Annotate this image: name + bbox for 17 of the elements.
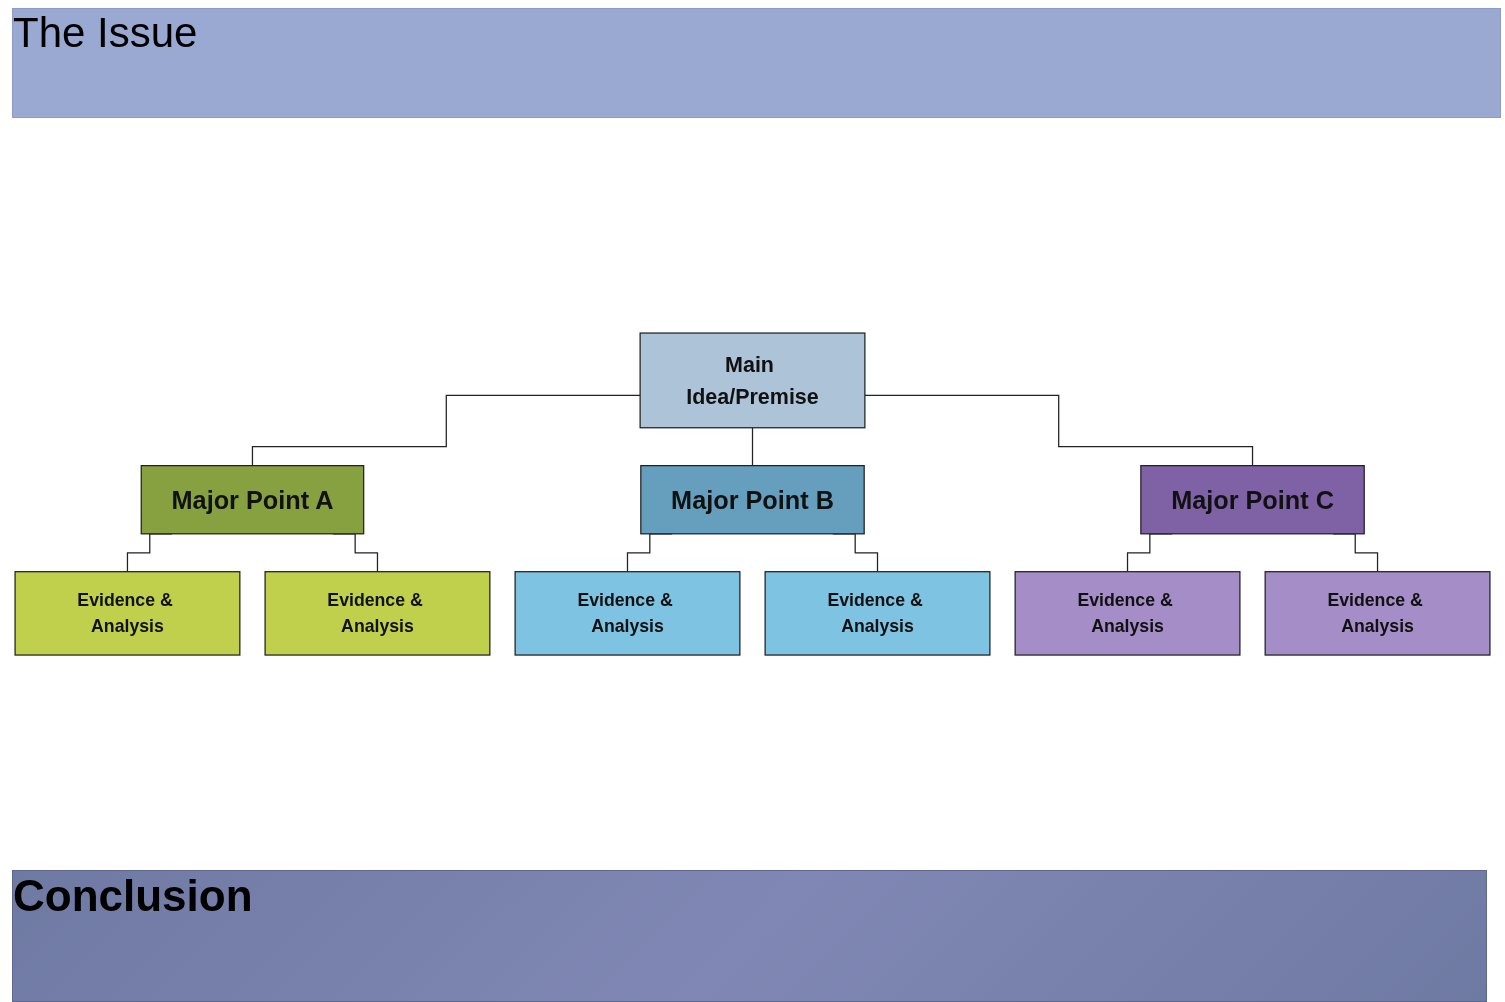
connector — [251, 394, 641, 467]
node-box: Major Point C — [1140, 464, 1365, 535]
banner-text: The Issue — [13, 9, 198, 56]
node-box: Evidence & Analysis — [1264, 571, 1491, 656]
connector — [751, 427, 754, 467]
connector — [864, 394, 1254, 467]
node-box: Evidence & Analysis — [264, 571, 491, 656]
node-box: Major Point A — [140, 464, 365, 535]
banner-box — [12, 870, 1487, 1002]
banner-text: Conclusion — [13, 871, 253, 920]
node-box: Main Idea/Premise — [639, 332, 866, 429]
banner-box — [12, 8, 1501, 118]
node-box: Evidence & Analysis — [764, 571, 991, 656]
node-box: Major Point B — [640, 464, 865, 535]
node-box: Evidence & Analysis — [1014, 571, 1241, 656]
node-box: Evidence & Analysis — [514, 571, 741, 656]
node-box: Evidence & Analysis — [14, 571, 241, 656]
